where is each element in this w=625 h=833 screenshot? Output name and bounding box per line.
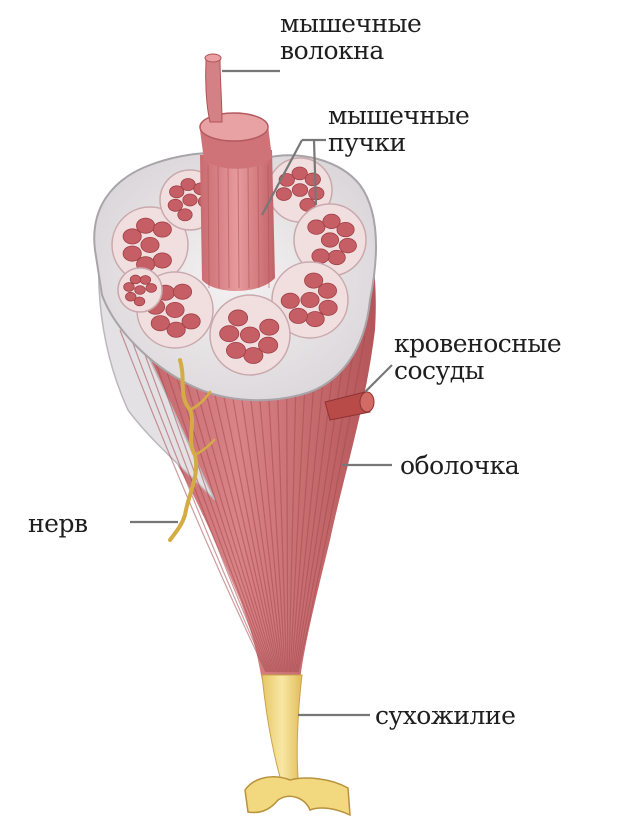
label-muscle-fibers: мышечные волокна bbox=[280, 10, 421, 64]
muscle-fiber-section bbox=[260, 319, 279, 335]
muscle-fiber-section bbox=[319, 300, 337, 315]
label-muscle-fibers-line2: волокна bbox=[280, 37, 421, 64]
muscle-fiber-section bbox=[135, 286, 146, 295]
muscle-fiber-section bbox=[123, 246, 141, 261]
label-nerve: нерв bbox=[28, 510, 88, 537]
muscle-fiber-section bbox=[125, 292, 136, 301]
muscle-fiber-section bbox=[220, 326, 239, 342]
muscle-fiber-section bbox=[146, 284, 157, 293]
muscle-fiber-section bbox=[136, 218, 154, 233]
muscle-fiber-section bbox=[140, 276, 151, 285]
muscle-fiber-section bbox=[226, 342, 245, 358]
muscle-fiber-section bbox=[276, 188, 291, 201]
muscle-fiber-section bbox=[130, 275, 141, 284]
muscle-fiber-section bbox=[244, 348, 263, 364]
muscle-fiber-section bbox=[168, 199, 182, 211]
muscle-fiber-section bbox=[183, 194, 197, 206]
muscle-fiber-section bbox=[281, 293, 299, 308]
muscle-fiber-section bbox=[141, 237, 159, 252]
muscle-fiber-section bbox=[153, 253, 171, 268]
muscle-fiber-section bbox=[301, 292, 319, 307]
muscle-fiber-section bbox=[151, 316, 169, 331]
muscle-fiber-section bbox=[153, 222, 171, 237]
single-fiber-end bbox=[205, 54, 221, 62]
label-tendon: сухожилие bbox=[375, 702, 515, 729]
muscle-fiber-section bbox=[166, 302, 184, 317]
muscle-fiber-section bbox=[181, 179, 195, 191]
label-blood-vessels-line2: сосуды bbox=[394, 357, 561, 384]
muscle-fiber-section bbox=[306, 311, 324, 326]
muscle-fiber-section bbox=[228, 310, 247, 326]
muscle-fiber-section bbox=[240, 327, 259, 343]
label-muscle-fibers-line1: мышечные bbox=[280, 10, 421, 37]
label-sheath: оболочка bbox=[400, 452, 519, 479]
muscle-fiber-section bbox=[305, 173, 320, 186]
blood-vessel-end bbox=[360, 392, 374, 412]
single-fiber bbox=[206, 58, 222, 122]
muscle-fiber-section bbox=[328, 250, 345, 264]
muscle-fiber-section bbox=[308, 220, 325, 234]
tendon-shape bbox=[262, 675, 302, 784]
fiber-rod-body bbox=[200, 150, 275, 291]
muscle-fiber-section bbox=[312, 249, 329, 263]
muscle-fiber-section bbox=[178, 209, 192, 221]
muscle-fiber-section bbox=[124, 283, 135, 292]
muscle-fiber-section bbox=[339, 238, 356, 252]
muscle-fiber-section bbox=[321, 233, 338, 247]
label-blood-vessels: кровеносные сосуды bbox=[394, 330, 561, 384]
label-blood-vessels-line1: кровеносные bbox=[394, 330, 561, 357]
muscle-fiber-section bbox=[337, 222, 354, 236]
label-muscle-bundles-line2: пучки bbox=[328, 129, 469, 156]
bone-attachment bbox=[245, 777, 350, 815]
muscle-fiber-section bbox=[167, 322, 185, 337]
muscle-fiber-section bbox=[292, 184, 307, 197]
label-muscle-bundles-line1: мышечные bbox=[328, 102, 469, 129]
muscle-fiber-section bbox=[318, 283, 336, 298]
muscle-fiber-section bbox=[173, 284, 191, 299]
muscle-fiber-section bbox=[289, 308, 307, 323]
label-muscle-bundles: мышечные пучки bbox=[328, 102, 469, 156]
